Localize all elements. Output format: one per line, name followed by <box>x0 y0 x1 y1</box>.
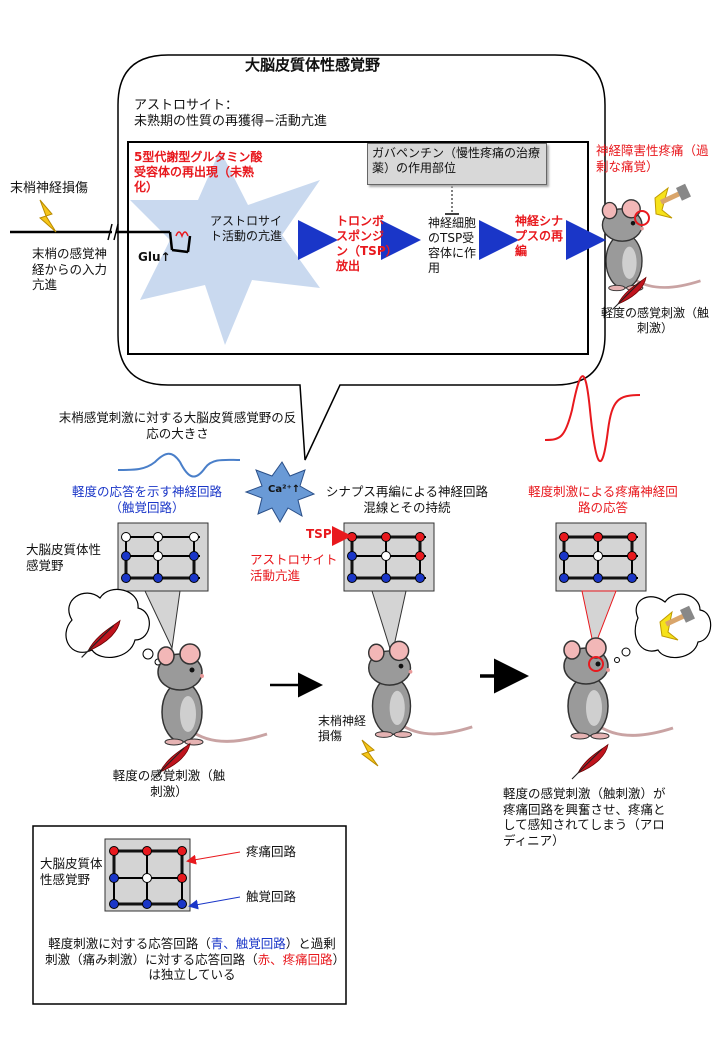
lightning-icon <box>39 199 57 233</box>
stimulus-label-top: 軽度の感覚刺激（触刺激） <box>600 306 709 335</box>
synapse-remodel-label: 神経シナプスの再編 <box>515 214 564 258</box>
neuropathic-pain-label: 神経障害性疼痛（過剰な痛覚） <box>596 143 709 174</box>
legend-note: 軽度刺激に対する応答回路（青、触覚回路）と過剰刺激（痛み刺激）に対する応答回路（… <box>44 936 340 983</box>
circuit-grid-middle <box>332 522 435 657</box>
legend-note-part-e: ）は独立している <box>148 951 339 983</box>
thought-bubble-right <box>614 593 712 663</box>
allodynia-label: 軽度の感覚刺激（触刺激）が疼痛回路を興奮させ、疼痛として感知されてしまう（アロデ… <box>503 786 666 848</box>
pain-response-label: 軽度刺激による疼痛神経回路の応答 <box>528 484 678 515</box>
glu-label: Glu↑ <box>138 250 171 264</box>
gabapentin-box <box>367 143 547 185</box>
circuit-grid-right <box>555 522 647 650</box>
mild-response-label: 軽度の応答を示す神経回路（触覚回路） <box>72 484 223 515</box>
nerve-injury-label: 末梢神経損傷 <box>10 181 89 196</box>
response-caption: 末梢感覚刺激に対する大脳皮質感覚野の反応の大きさ <box>58 410 297 441</box>
calcium-star <box>244 461 316 524</box>
legend-note-part-a: 軽度刺激に対する応答回路（ <box>48 936 211 951</box>
small-wave <box>117 452 241 478</box>
tsp-label: TSP <box>306 527 332 541</box>
nerve-injury-label-2: 末梢神経損傷 <box>318 714 367 743</box>
thought-bubble-left <box>65 588 162 666</box>
input-increase-label: 末梢の感覚神経からの入力亢進 <box>32 246 108 293</box>
gabapentin-label: ガバペンチン（慢性疼痛の治療薬）の作用部位 <box>372 146 541 175</box>
cortex-label: 大脳皮質体性感覚野 <box>26 542 102 573</box>
legend-note-part-c: ）と過剰刺激（痛み刺激）に対する応答回路（ <box>45 936 336 967</box>
astrocyte-hyper-label: アストロサイト活動亢進 <box>250 552 338 583</box>
legend-grid <box>104 838 191 912</box>
mouse-left <box>156 642 269 747</box>
astrocyte-activity-label: アストロサイト活動の亢進 <box>210 214 283 243</box>
astrocyte-heading: アストロサイト： 未熟期の性質の再獲得−活動亢進 <box>134 98 327 130</box>
neuron-tsp-label: 神経細胞のTSP受容体に作用 <box>428 216 477 275</box>
page-title: 大脳皮質体性感覚野 <box>245 56 381 74</box>
stimulus-label-left: 軽度の感覚刺激（触刺激） <box>112 768 226 799</box>
legend-touch-circuit: 触覚回路 <box>246 889 297 904</box>
large-wave <box>544 375 641 463</box>
legend-cortex-label: 大脳皮質体性感覚野 <box>40 856 103 887</box>
mglur-label: 5型代謝型グルタミン酸受容体の再出現（未熟化） <box>134 150 263 194</box>
legend-note-part-d: 赤、疼痛回路 <box>257 951 333 967</box>
mouse-right <box>562 636 675 741</box>
legend-note-part-b: 青、触覚回路 <box>210 936 286 951</box>
astrocyte-star <box>130 150 320 345</box>
mouse-middle <box>367 639 474 739</box>
tsp-release-label: トロンボスポンジン（TSP）放出 <box>336 214 392 273</box>
legend-pain-circuit: 疼痛回路 <box>246 844 297 859</box>
calcium-label: Ca²⁺↑ <box>268 484 301 495</box>
mouse-top-right <box>601 198 702 293</box>
synapse-mix-label: シナプス再編による神経回路混線とその持続 <box>325 484 489 515</box>
circuit-grid-left <box>117 522 209 650</box>
